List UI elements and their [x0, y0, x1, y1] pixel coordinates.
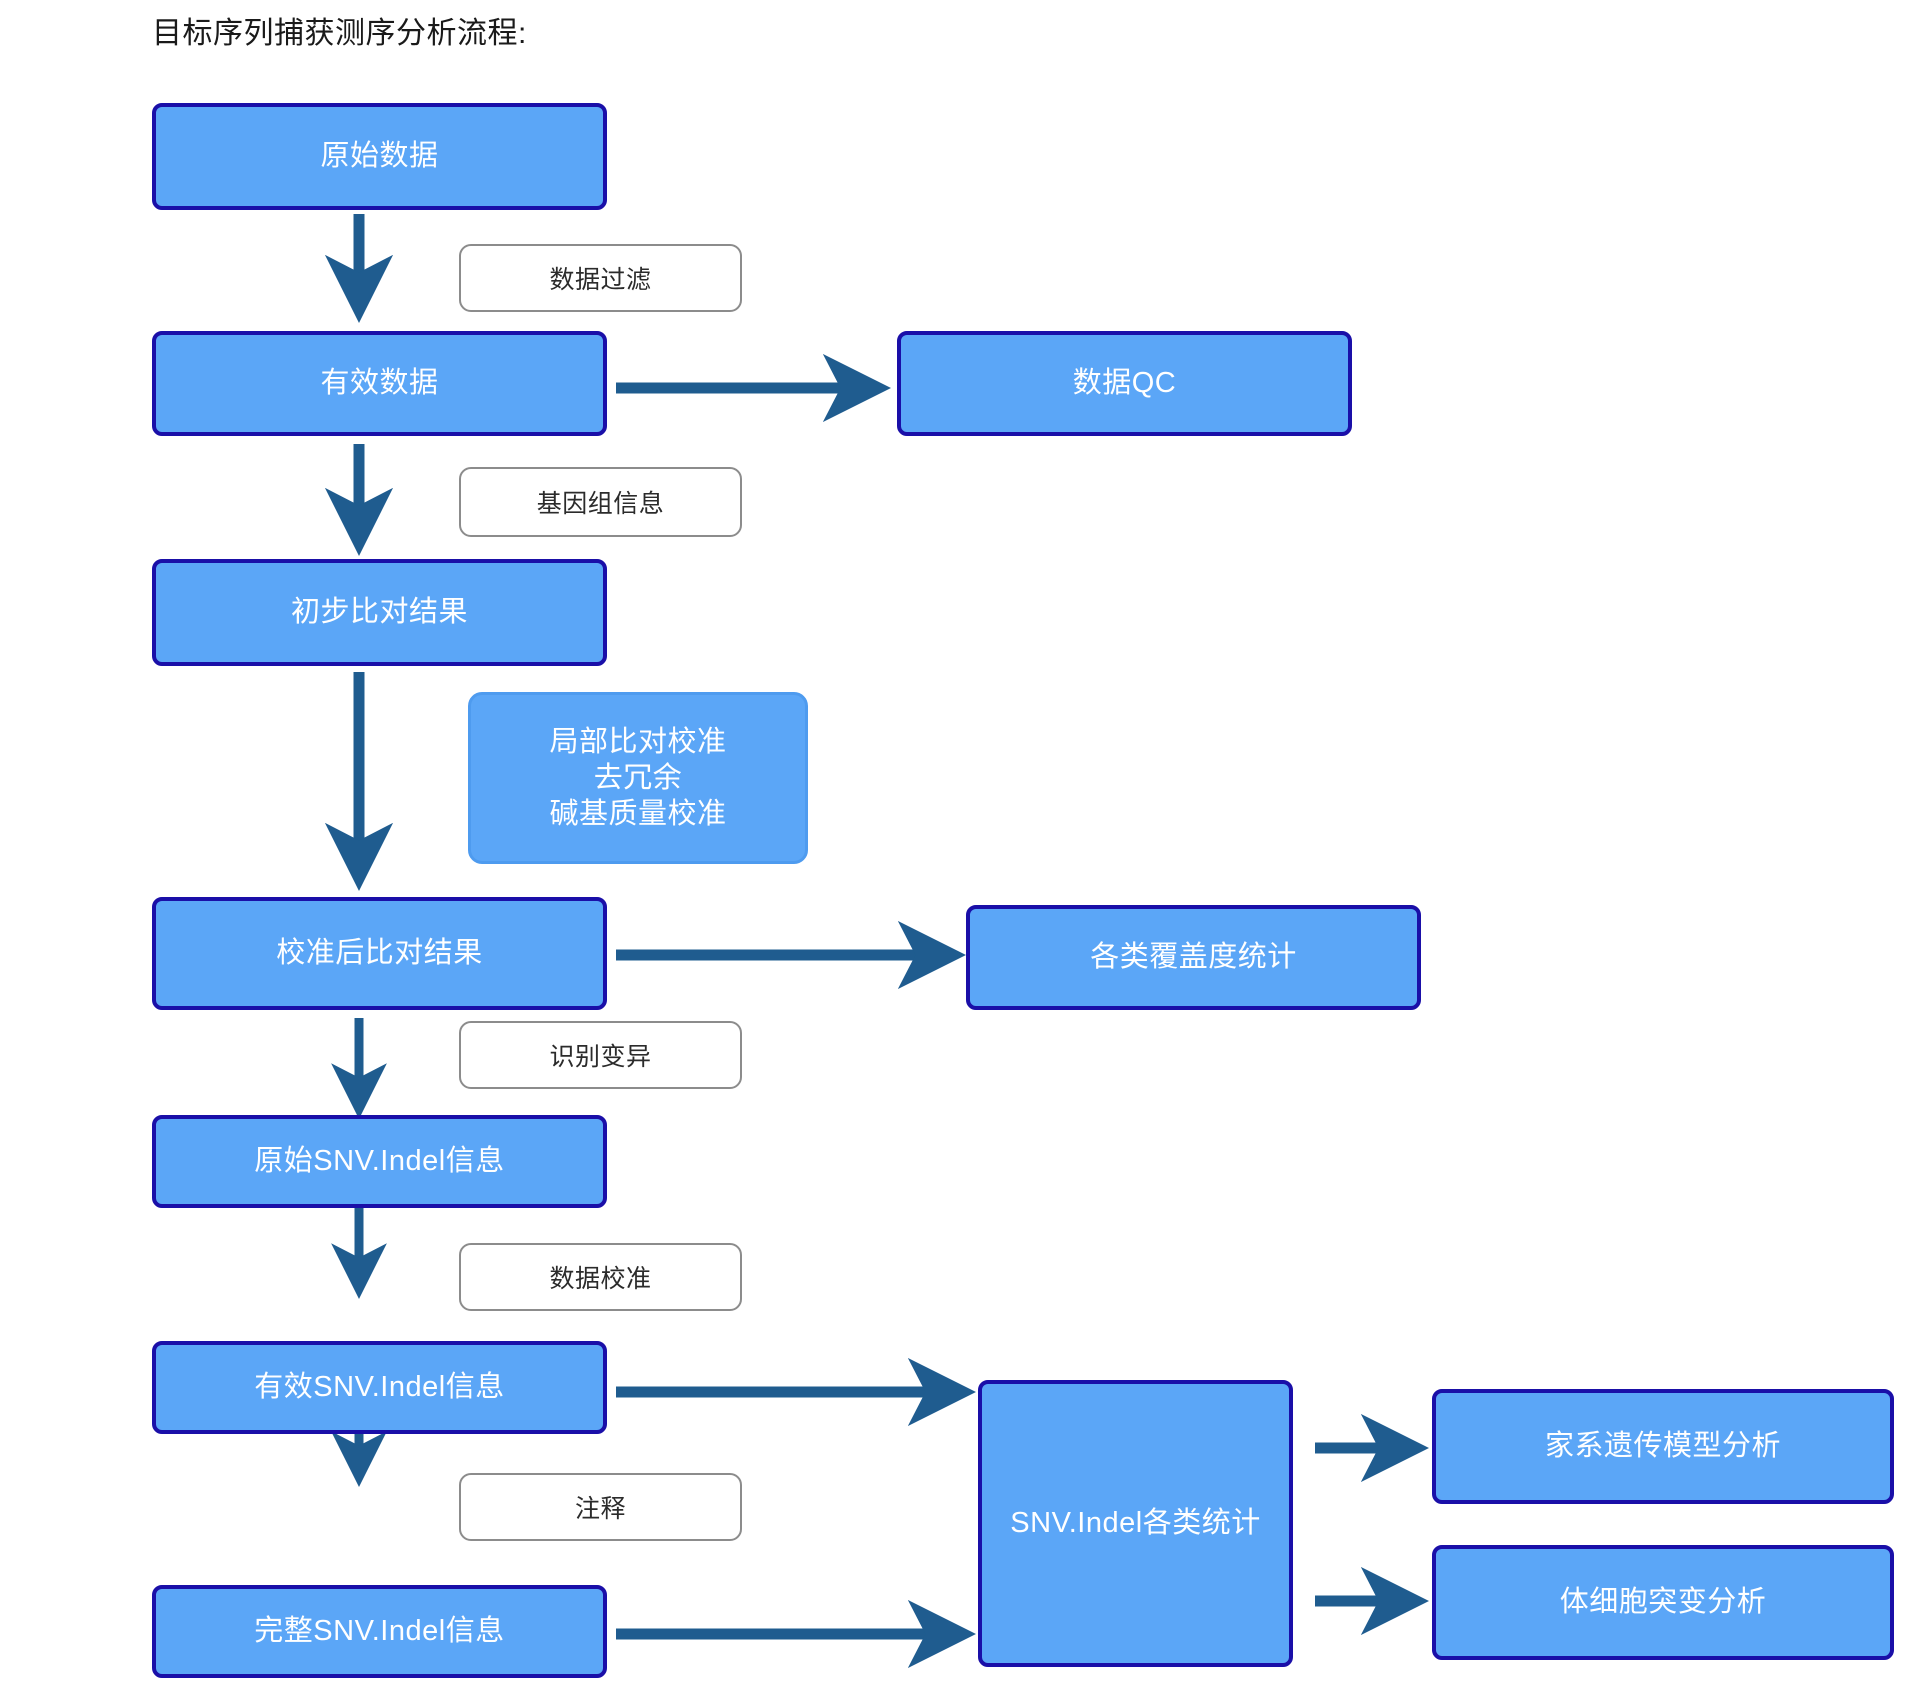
node-raw-data[interactable]: 原始数据 — [152, 103, 607, 210]
edge-label-data-calibration: 数据校准 — [459, 1243, 742, 1311]
node-data-qc[interactable]: 数据QC — [897, 331, 1352, 436]
edge-label-variant-calling: 识别变异 — [459, 1021, 742, 1089]
realignment-line-3: 碱基质量校准 — [549, 798, 727, 831]
realignment-line-2: 去冗余 — [593, 761, 683, 794]
edge-label-annotation: 注释 — [459, 1473, 742, 1541]
node-snv-indel-stats[interactable]: SNV.Indel各类统计 — [978, 1380, 1293, 1667]
node-valid-data[interactable]: 有效数据 — [152, 331, 607, 436]
page-title: 目标序列捕获测序分析流程: — [152, 17, 527, 50]
node-initial-alignment[interactable]: 初步比对结果 — [152, 559, 607, 666]
node-coverage-stats[interactable]: 各类覆盖度统计 — [966, 905, 1421, 1010]
edge-label-data-filter: 数据过滤 — [459, 244, 742, 312]
node-raw-snv-indel[interactable]: 原始SNV.Indel信息 — [152, 1115, 607, 1208]
node-realignment-note[interactable]: 局部比对校准 去冗余 碱基质量校准 — [468, 692, 808, 864]
node-valid-snv-indel[interactable]: 有效SNV.Indel信息 — [152, 1341, 607, 1434]
node-somatic-analysis[interactable]: 体细胞突变分析 — [1432, 1545, 1894, 1660]
edge-label-genome-info: 基因组信息 — [459, 467, 742, 537]
node-complete-snv-indel[interactable]: 完整SNV.Indel信息 — [152, 1585, 607, 1678]
realignment-line-1: 局部比对校准 — [549, 725, 727, 758]
node-calibrated-alignment[interactable]: 校准后比对结果 — [152, 897, 607, 1010]
node-pedigree-analysis[interactable]: 家系遗传模型分析 — [1432, 1389, 1894, 1504]
